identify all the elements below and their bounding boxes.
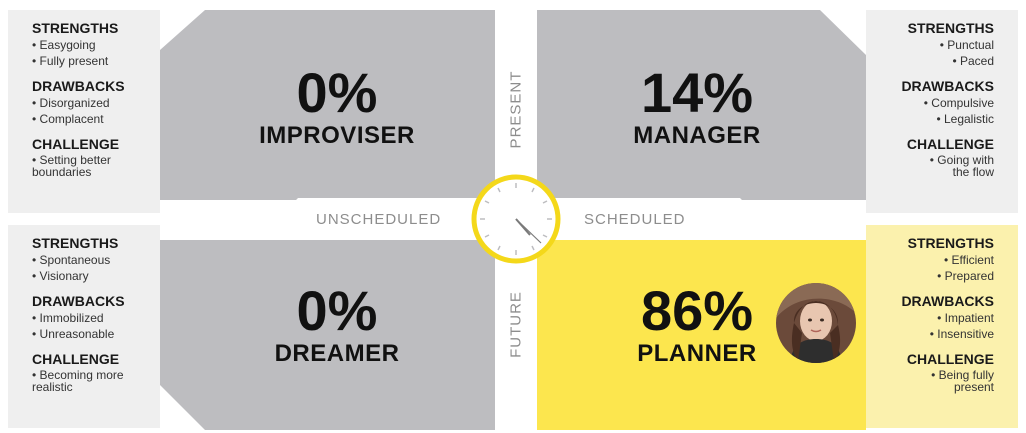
challenge-item: • Setting better: [32, 153, 111, 167]
challenge-heading: CHALLENGE: [32, 351, 120, 367]
manager-label: MANAGER: [633, 122, 761, 149]
quadrant-planner: 86% PLANNER: [567, 282, 827, 368]
quadrant-top-right-shape: [537, 10, 866, 200]
drawback-item: • Insensitive: [929, 327, 994, 341]
quadrant-dreamer: 0% DREAMER: [207, 282, 467, 368]
quadrant-bottom-left-shape: [160, 240, 495, 430]
strength-item: • Paced: [952, 54, 994, 68]
challenge-item: present: [953, 380, 994, 394]
strengths-heading: STRENGTHS: [32, 235, 119, 251]
drawback-item: • Compulsive: [923, 96, 994, 110]
quadrant-improviser: 0% IMPROVISER: [207, 64, 467, 150]
quadrant-manager: 14% MANAGER: [567, 64, 827, 150]
drawbacks-heading: DRAWBACKS: [901, 78, 994, 94]
planner-percent: 86%: [640, 279, 754, 342]
quadrant-bottom-right-shape: [537, 240, 866, 430]
challenge-heading: CHALLENGE: [906, 136, 994, 152]
axis-label-present: PRESENT: [507, 70, 525, 149]
strength-item: • Prepared: [937, 269, 994, 283]
strength-item: • Fully present: [32, 54, 109, 68]
challenge-item: • Becoming more: [32, 368, 124, 382]
drawback-item: • Unreasonable: [32, 327, 115, 341]
strength-item: • Easygoing: [32, 38, 96, 52]
drawback-item: • Disorganized: [32, 96, 110, 110]
challenge-item: boundaries: [32, 165, 92, 179]
axis-label-future: FUTURE: [507, 291, 525, 358]
drawbacks-heading: DRAWBACKS: [901, 293, 994, 309]
panel-improviser: STRENGTHS • Easygoing • Fully present DR…: [8, 10, 160, 213]
panel-manager: STRENGTHS • Punctual • Paced DRAWBACKS •…: [866, 10, 1018, 213]
drawback-item: • Legalistic: [936, 112, 994, 126]
drawback-item: • Complacent: [32, 112, 104, 126]
quadrant-top-left-shape: [160, 10, 495, 200]
strength-item: • Visionary: [32, 269, 89, 283]
panel-planner: STRENGTHS • Efficient • Prepared DRAWBAC…: [866, 225, 1018, 428]
manager-percent: 14%: [640, 61, 754, 124]
challenge-item: the flow: [952, 165, 994, 179]
challenge-item: realistic: [32, 380, 73, 394]
challenge-item: • Being fully: [931, 368, 994, 382]
strength-item: • Spontaneous: [32, 253, 111, 267]
dreamer-label: DREAMER: [274, 340, 400, 367]
axis-label-unscheduled: UNSCHEDULED: [316, 211, 442, 228]
strength-item: • Punctual: [939, 38, 994, 52]
drawback-item: • Immobilized: [32, 311, 104, 325]
strengths-heading: STRENGTHS: [907, 20, 994, 36]
improviser-label: IMPROVISER: [259, 122, 415, 149]
strengths-heading: STRENGTHS: [907, 235, 994, 251]
planner-label: PLANNER: [637, 340, 757, 367]
challenge-heading: CHALLENGE: [906, 351, 994, 367]
clock-icon: [471, 174, 561, 264]
challenge-item: • Going with: [929, 153, 994, 167]
drawback-item: • Impatient: [937, 311, 994, 325]
avatar: [776, 283, 856, 363]
dreamer-percent: 0%: [296, 279, 378, 342]
drawbacks-heading: DRAWBACKS: [32, 78, 125, 94]
drawbacks-heading: DRAWBACKS: [32, 293, 125, 309]
panel-dreamer: STRENGTHS • Spontaneous • Visionary DRAW…: [8, 225, 160, 428]
strengths-heading: STRENGTHS: [32, 20, 119, 36]
improviser-percent: 0%: [296, 61, 378, 124]
axis-label-scheduled: SCHEDULED: [584, 211, 686, 228]
strength-item: • Efficient: [943, 253, 994, 267]
challenge-heading: CHALLENGE: [32, 136, 120, 152]
